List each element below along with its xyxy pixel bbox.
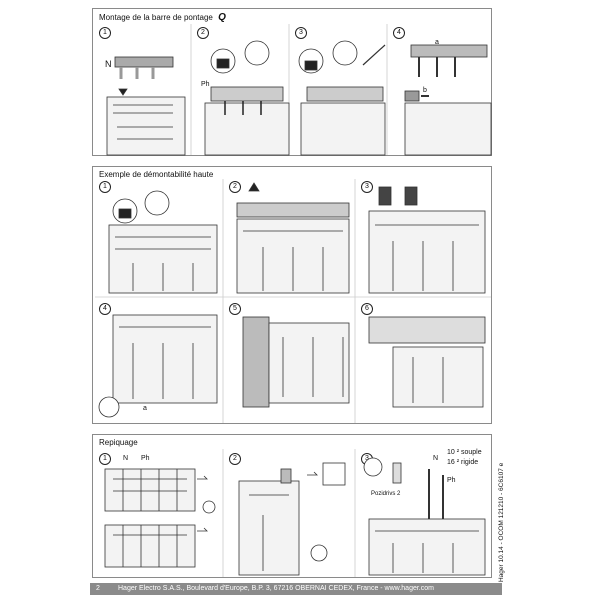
padlock-open-icon: [118, 208, 132, 219]
rigide-label: 16 ² rigide: [447, 459, 479, 466]
section-bridge-assembly: Montage de la barre de pontage Q 1 2 3 4…: [92, 8, 492, 156]
section-title: Repiquage: [99, 438, 138, 447]
souple-label: 10 ² souple: [447, 449, 482, 456]
step-number: 3: [295, 27, 307, 39]
neutral-label: N: [123, 455, 129, 462]
screwdriver-icon: [362, 44, 386, 66]
step-number: 5: [229, 303, 241, 315]
section-title-text: Montage de la barre de pontage: [99, 13, 213, 22]
padlock-open-icon: [216, 58, 230, 69]
question-icon: [202, 500, 216, 514]
screwdriver-icon: [363, 457, 383, 477]
padlock-closed-icon: [304, 60, 318, 71]
bridge-bar-icon: [114, 56, 174, 68]
step-number: 3: [361, 181, 373, 193]
section-top-removal: Exemple de démontabilité haute 1 2 3 4 5…: [92, 166, 492, 424]
section-tapping: Repiquage 1 2 3 N Ph Pozidrivs 2 10 ² so…: [92, 434, 492, 578]
callout-b: b: [423, 87, 427, 94]
footer-bar: 2 Hager Electro S.A.S., Boulevard d'Euro…: [90, 583, 502, 595]
bridge-assembly-illustration: [106, 24, 492, 156]
callout-a: a: [143, 405, 147, 412]
step-number: 6: [361, 303, 373, 315]
page-number: 2: [96, 585, 100, 592]
step-number: 4: [393, 27, 405, 39]
section-title: Montage de la barre de pontage Q: [99, 12, 226, 23]
step-number: 4: [99, 303, 111, 315]
step-number: 1: [99, 181, 111, 193]
tapping-illustration: [104, 449, 486, 577]
document-reference-code: Hager 10.14 - OCOM 121210 - 6C6107 e: [498, 462, 505, 582]
section-title: Exemple de démontabilité haute: [99, 170, 214, 179]
neutral-label: N: [105, 59, 112, 69]
phase-label: Ph: [201, 81, 210, 88]
top-removal-illustration: [95, 179, 491, 423]
step-number: 1: [99, 453, 111, 465]
step-number: 2: [229, 181, 241, 193]
recycle-bin-icon: [322, 462, 346, 486]
phase-label-2: Ph: [447, 477, 456, 484]
footer-address: Hager Electro S.A.S., Boulevard d'Europe…: [118, 585, 434, 592]
neutral-label-2: N: [433, 455, 439, 462]
step-number: 2: [197, 27, 209, 39]
step-number: 1: [99, 27, 111, 39]
callout-a: a: [435, 39, 439, 46]
phase-label: Ph: [141, 455, 150, 462]
arrow-up-icon: [248, 182, 260, 192]
q-icon: Q: [218, 12, 226, 23]
pozidriv-label: Pozidrivs 2: [371, 491, 401, 497]
step-number: 2: [229, 453, 241, 465]
